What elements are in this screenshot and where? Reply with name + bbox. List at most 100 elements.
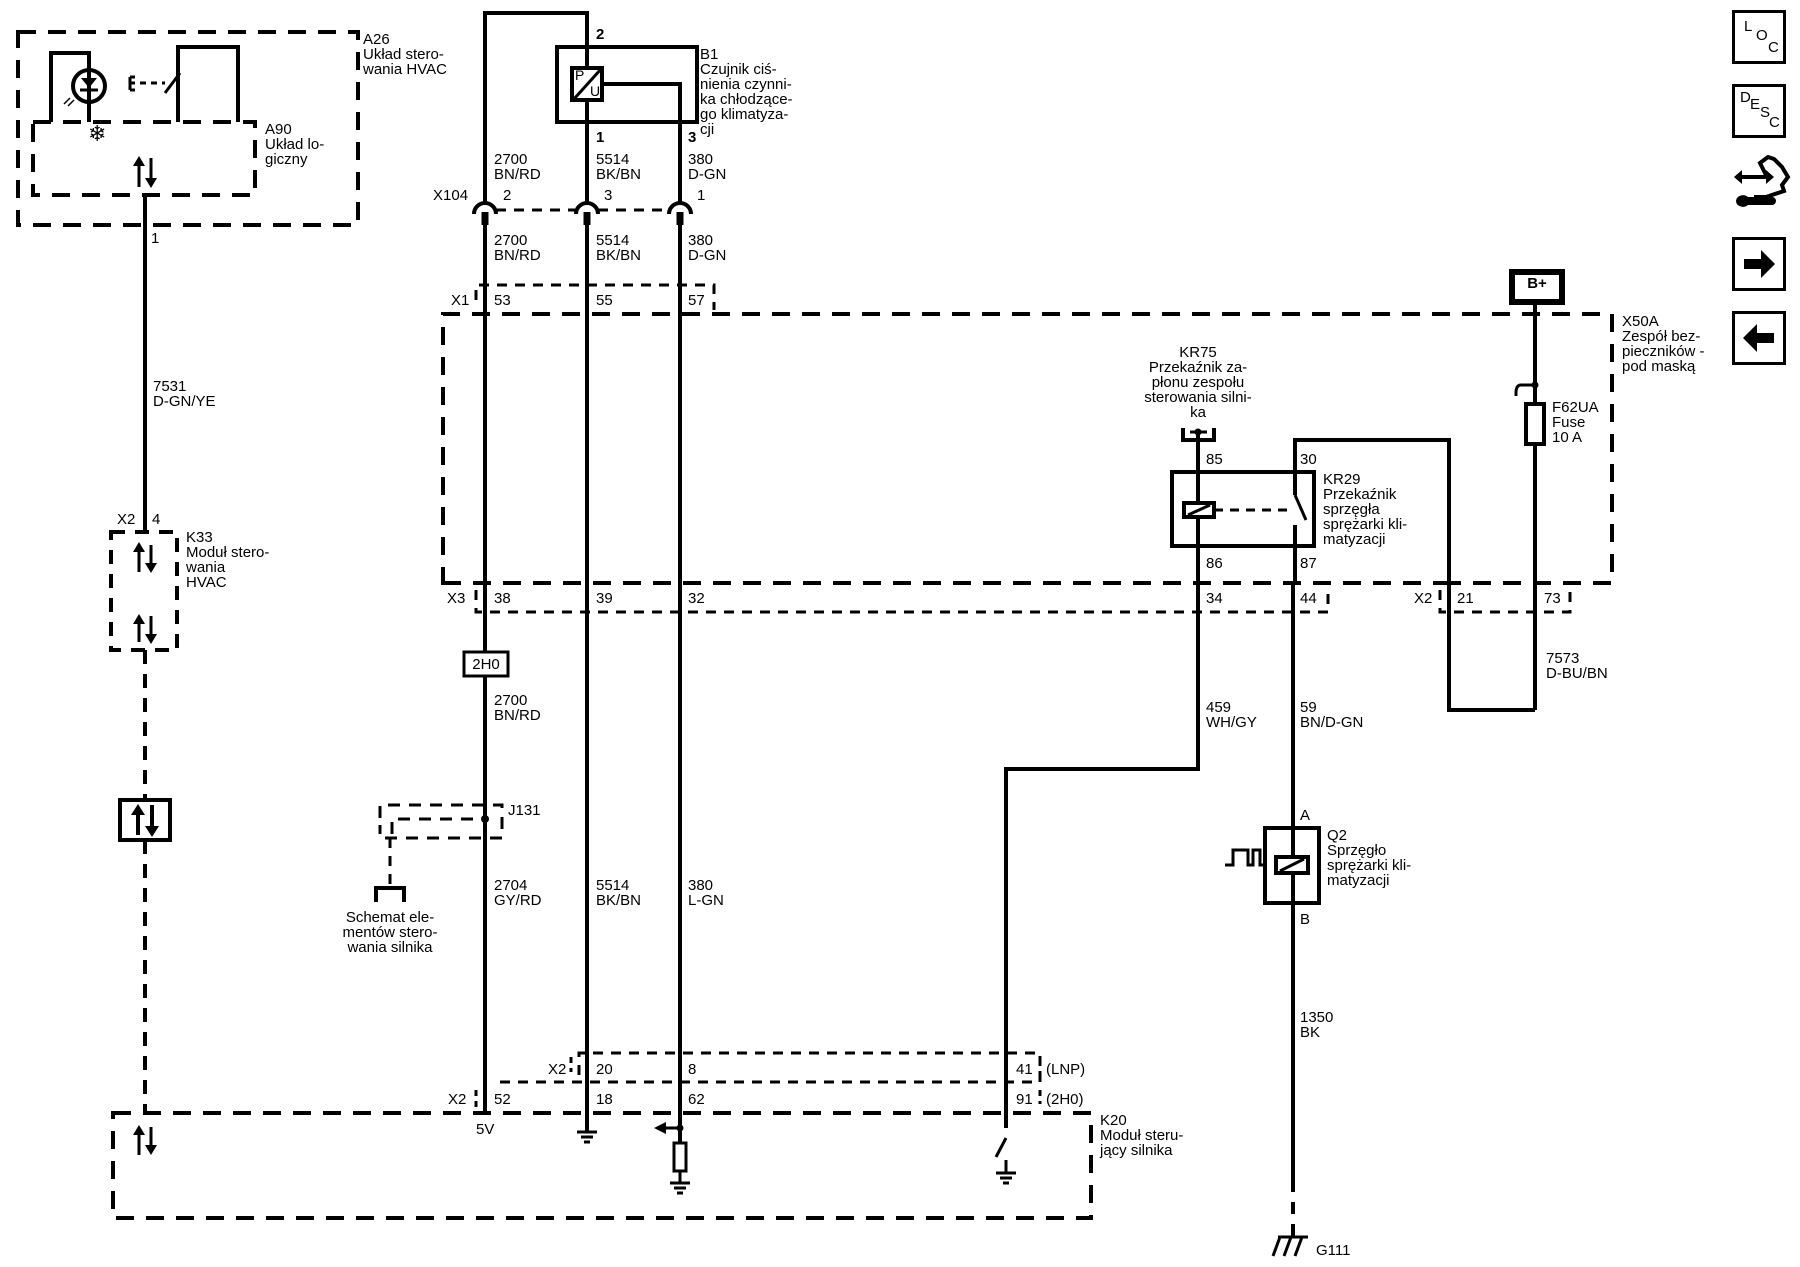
b1-pin-left: 1 (596, 129, 605, 146)
x2-k20-upper-connector (577, 1051, 1042, 1082)
description-button[interactable]: D E S C (1732, 84, 1786, 138)
g111-ground-id: G111 (1316, 1242, 1351, 1259)
desc-letter: D (1740, 89, 1751, 106)
previous-page-button[interactable] (1732, 311, 1786, 365)
x3-pin: 38 (494, 590, 511, 607)
battery-positive-label: B+ (1527, 275, 1547, 292)
kr29-pin-86: 86 (1206, 555, 1223, 572)
signal-2h0-box (462, 650, 510, 678)
fuse-id: F62UA (1552, 399, 1599, 416)
x2-k20-pin: 18 (596, 1091, 613, 1108)
wire-label-5514-color: BK/BN (596, 892, 642, 909)
a26-id: A26 (363, 31, 390, 48)
k33-description: Moduł stero- wania HVAC (186, 544, 270, 591)
a26-description: Układ stero- wania HVAC (363, 46, 447, 78)
location-button[interactable]: L O C (1732, 10, 1786, 64)
wire-label-380-num: 380 (688, 151, 714, 168)
q2-pin-a: A (1300, 807, 1311, 824)
snowflake-icon: ❄ (88, 121, 107, 146)
x2-fuse-id: X2 (1414, 590, 1433, 607)
chassis-ground-icon (1271, 1235, 1308, 1257)
wire-label-5514-num: 5514 (596, 232, 630, 249)
wire-label-7573-num: 7573 (1546, 650, 1580, 667)
q2-id: Q2 (1327, 827, 1348, 844)
x1-pin: 57 (688, 292, 705, 309)
loc-letter: C (1768, 39, 1779, 56)
k33-module-outline (109, 530, 179, 652)
wire-label-380-num: 380 (688, 877, 714, 894)
wire-label-380-color: D-GN (688, 166, 727, 183)
connector-service-button[interactable] (1732, 154, 1792, 215)
b1-symbol-p: P (575, 67, 585, 83)
x3-pin: 34 (1206, 590, 1223, 607)
b1-sensor-outline (555, 45, 699, 124)
wire-label-2700-num: 2700 (494, 232, 528, 249)
reference-bracket-icon (374, 886, 406, 902)
x1-pin: 53 (494, 292, 511, 309)
a26-module-outline (16, 30, 360, 227)
x2-k20-upper-tag: (LNP) (1046, 1061, 1086, 1078)
wire-459 (1004, 583, 1200, 1128)
j131-id: J131 (508, 802, 541, 819)
desc-letter: E (1750, 96, 1761, 113)
x50a-description: Zespół bez- pieczników - pod maską (1622, 328, 1705, 375)
x3-id: X3 (447, 590, 466, 607)
relay-contact-icon (1293, 494, 1308, 521)
k33-id: K33 (186, 529, 213, 546)
kr29-pin-85: 85 (1206, 451, 1223, 468)
kr29-relay-outline (1170, 470, 1316, 548)
x2-fuse-pin: 73 (1544, 590, 1561, 607)
x104-id: X104 (433, 187, 469, 204)
arrow-right-icon (1744, 250, 1775, 278)
next-page-button[interactable] (1732, 237, 1786, 291)
x50a-fusebox-outline (441, 312, 1614, 585)
wire-label-2700-color: BN/RD (494, 707, 541, 724)
kr29-id: KR29 (1323, 471, 1361, 488)
fuse-description: Fuse 10 A (1552, 414, 1586, 446)
a90-description: Układ lo- giczny (265, 136, 325, 168)
k20-5v-reference: 5V (476, 1121, 495, 1138)
engine-controls-reference-link[interactable]: Schemat ele- mentów stero- wania silnika (342, 909, 438, 956)
x2-k20-pin: 62 (688, 1091, 705, 1108)
splice-point-icon (481, 815, 489, 823)
wire-label-2700-num: 2700 (494, 151, 528, 168)
loc-letter: L (1744, 18, 1753, 35)
wire-label-380-color: L-GN (688, 892, 724, 909)
b1-pin-top: 2 (596, 26, 605, 43)
x2-k20-upper-id: X2 (548, 1061, 567, 1078)
desc-letter: C (1769, 114, 1780, 131)
kr75-id: KR75 (1179, 344, 1217, 361)
pulse-signal-icon (1225, 848, 1265, 867)
wire-label-380-color: D-GN (688, 247, 727, 264)
x2-k20-lower-tag: (2H0) (1046, 1091, 1084, 1108)
wire-label-5514-color: BK/BN (596, 166, 642, 183)
wire-label-7531-color: D-GN/YE (153, 393, 216, 410)
x2-k20-pin: 20 (596, 1061, 613, 1078)
x50a-id: X50A (1622, 313, 1659, 330)
x3-pin: 44 (1300, 590, 1317, 607)
wire-label-459-color: WH/GY (1206, 714, 1257, 731)
b1-pin-right: 3 (688, 129, 697, 146)
x2-fusebox-connector (1438, 590, 1572, 614)
k20-module-outline (111, 1111, 1093, 1220)
signal-ground-icon (670, 1181, 690, 1195)
loc-letter: O (1756, 27, 1768, 44)
wire-label-2704-color: GY/RD (494, 892, 542, 909)
k20-description: Moduł steru- jący silnika (1100, 1127, 1184, 1159)
wire-7573 (1293, 438, 1535, 712)
signal-output-arrow-icon (654, 1122, 666, 1134)
x3-connector (474, 590, 1330, 614)
wire-label-1350-num: 1350 (1300, 1009, 1334, 1026)
x104-pin: 2 (503, 187, 512, 204)
fuse-feed-icon (1514, 383, 1535, 396)
bidirectional-data-icon (133, 1125, 157, 1155)
wire-label-7573-color: D-BU/BN (1546, 665, 1608, 682)
connector-wrench-icon (1734, 154, 1791, 207)
fuse-f62ua-icon (1524, 402, 1546, 446)
pullup-resistor-icon (672, 1141, 688, 1173)
k33-connector: X2 (117, 511, 136, 528)
bidirectional-data-icon (133, 542, 157, 644)
q2-pin-b: B (1300, 911, 1311, 928)
kr29-description: Przekaźnik sprzęgła sprężarki kli- matyz… (1323, 486, 1408, 548)
